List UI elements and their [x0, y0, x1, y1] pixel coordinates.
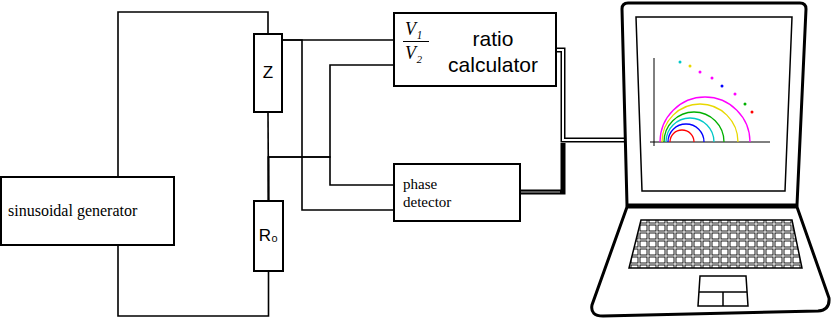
circuit-wire: [269, 157, 394, 200]
data-cable: [521, 143, 563, 192]
signal-generator-box: sinusoidal generator: [0, 176, 175, 246]
laptop-icon: [592, 3, 829, 316]
node-label: phase detector: [395, 169, 481, 217]
chart-dots: [679, 61, 754, 114]
data-cable: [521, 191, 560, 193]
node-label: sinusoidal generator: [2, 202, 137, 220]
chart-arc: [660, 97, 750, 142]
laptop-lid: [622, 3, 806, 205]
keyboard: [629, 220, 802, 268]
node-label: V₂: [405, 43, 422, 63]
phase-detector-box: phase detector: [393, 163, 521, 222]
circuit-wire: [269, 65, 394, 200]
data-cable: [553, 50, 628, 140]
node-label: V₁: [405, 19, 422, 39]
touchpad-split: [722, 292, 724, 306]
fraction-bar: [403, 41, 429, 42]
ratio-calculator-box: V₁ V₂ ratio calculator: [393, 12, 557, 87]
node-label: R₀: [259, 226, 278, 246]
chart-arc: [662, 104, 738, 142]
chart-axis: [654, 58, 655, 146]
chart-arc: [666, 118, 714, 142]
laptop-screen: [636, 17, 792, 191]
data-cable: [553, 50, 628, 140]
chart-arc: [670, 130, 694, 142]
chart-arc: [664, 112, 724, 142]
circuit-wire: [118, 12, 268, 176]
circuit-wire: [118, 246, 269, 316]
screen-chart: [650, 58, 770, 146]
impedance-symbol: Z: [253, 33, 283, 113]
laptop-base: [592, 207, 829, 316]
node-label: Z: [263, 63, 273, 83]
touchpad: [698, 276, 748, 306]
chart-arc: [668, 124, 704, 142]
resistor-symbol: R₀: [253, 200, 284, 272]
touchpad-split: [699, 291, 747, 293]
node-label: ratio calculator: [435, 26, 551, 78]
